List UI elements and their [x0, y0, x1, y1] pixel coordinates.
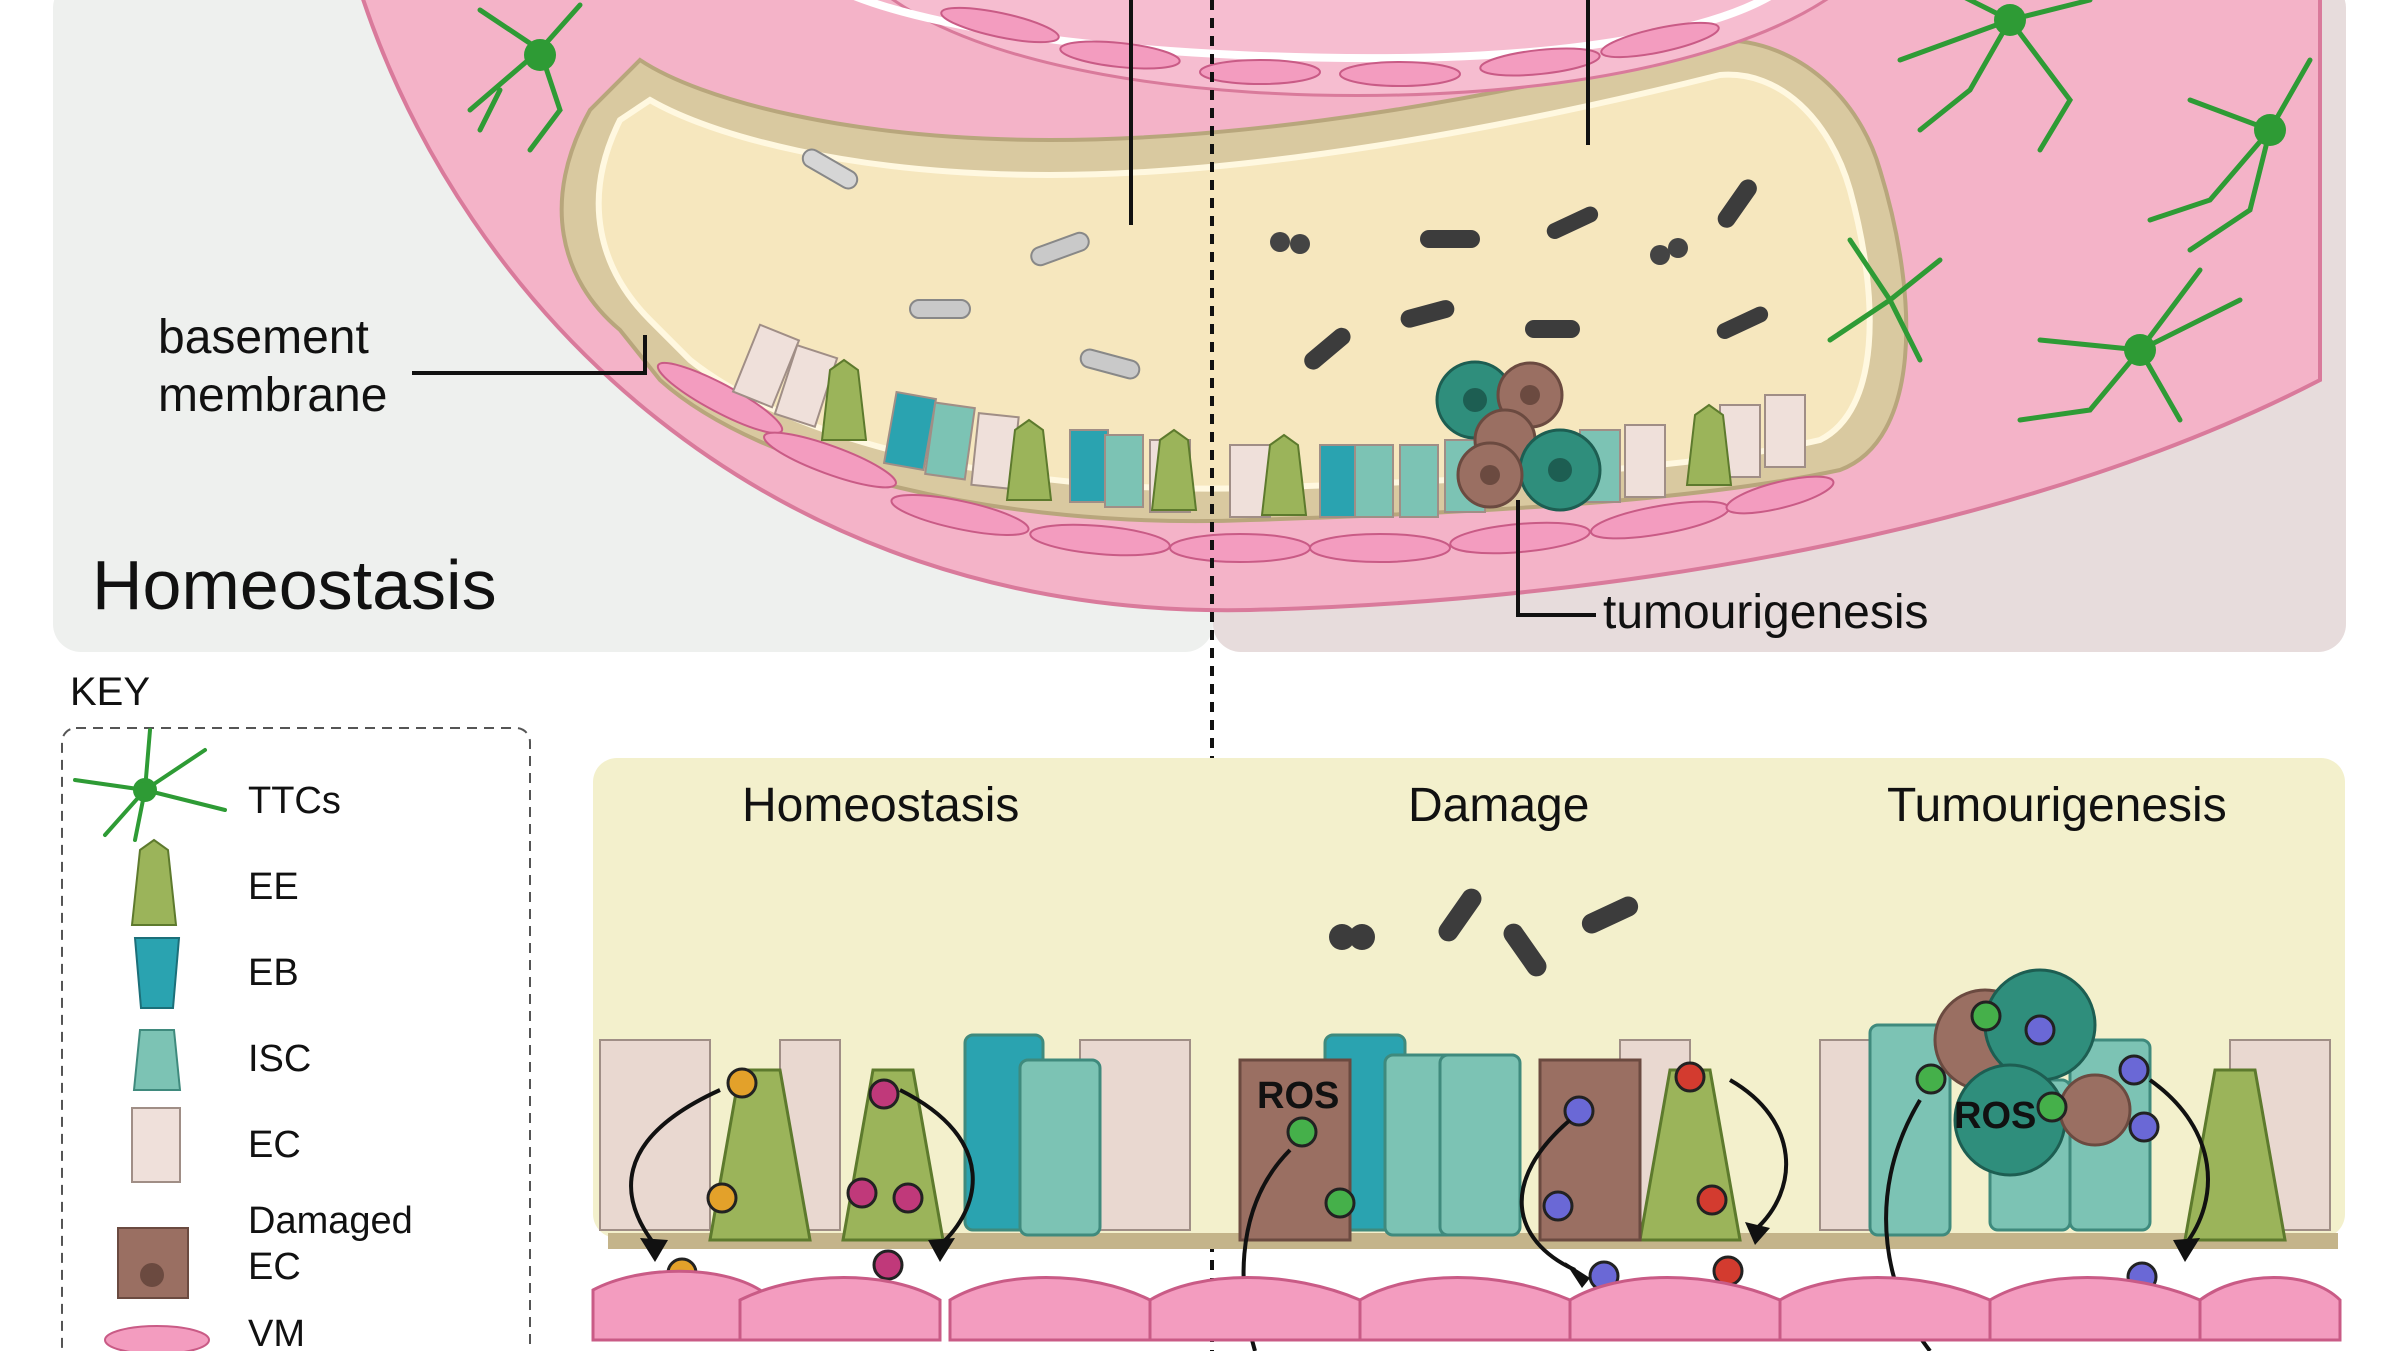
enterocyte-cell-icon	[131, 1107, 181, 1183]
key-box	[61, 727, 531, 1351]
ttc-neurons	[467, 0, 2313, 423]
key-icons	[73, 728, 227, 1351]
panel-bacteria	[1329, 888, 1639, 977]
key-label-ee: EE	[248, 866, 299, 908]
signal-arrows	[629, 1078, 2210, 1351]
upper-gut-wall	[890, 0, 1829, 98]
key-label-vm: VM	[248, 1313, 305, 1355]
tumourigenesis-callout-label: tumourigenesis	[1603, 586, 1929, 639]
enteroblast-cell-icon	[133, 937, 181, 1009]
basement-membrane-label-1: basement	[158, 311, 369, 364]
epithelium-tube-homeostasis	[731, 323, 1806, 518]
arrow-heads	[640, 1222, 2200, 1288]
visceral-muscle-row-bottom	[591, 1269, 2342, 1342]
lumen-bacteria	[801, 148, 1769, 380]
tumour-cluster-tube	[1435, 360, 1602, 512]
damaged-ec-icon	[117, 1227, 189, 1299]
panel-title-damage: Damage	[1408, 779, 1590, 832]
key-label-ttcs: TTCs	[248, 780, 341, 822]
key-label-damaged-ec-2: EC	[248, 1246, 301, 1288]
visceral-muscle-row-top	[656, 6, 1835, 563]
visceral-muscle-icon	[104, 1325, 210, 1351]
ttc-neuron-icon	[73, 728, 227, 842]
ros-label-damage: ROS	[1257, 1075, 1340, 1117]
ros-label-tumour: ROS	[1954, 1095, 2037, 1137]
stem-cell-icon	[132, 1029, 182, 1091]
callout-lines	[412, 0, 1596, 617]
key-label-ec: EC	[248, 1124, 301, 1166]
key-label-eb: EB	[248, 952, 299, 994]
key-label-damaged-ec-1: Damaged	[248, 1200, 413, 1242]
enteroendocrine-cell-icon	[130, 838, 178, 926]
key-title: KEY	[70, 670, 151, 714]
key-label-isc: ISC	[248, 1038, 312, 1080]
ee-cells-tube	[820, 358, 1733, 516]
panel-title-homeostasis: Homeostasis	[742, 779, 1020, 832]
homeostasis-title: Homeostasis	[92, 546, 497, 624]
ttc-cell-bodies	[524, 4, 2286, 366]
panel-title-tumourigenesis: Tumourigenesis	[1887, 779, 2227, 832]
basement-membrane-band	[608, 1233, 2338, 1249]
basement-membrane-label-2: membrane	[158, 369, 388, 422]
